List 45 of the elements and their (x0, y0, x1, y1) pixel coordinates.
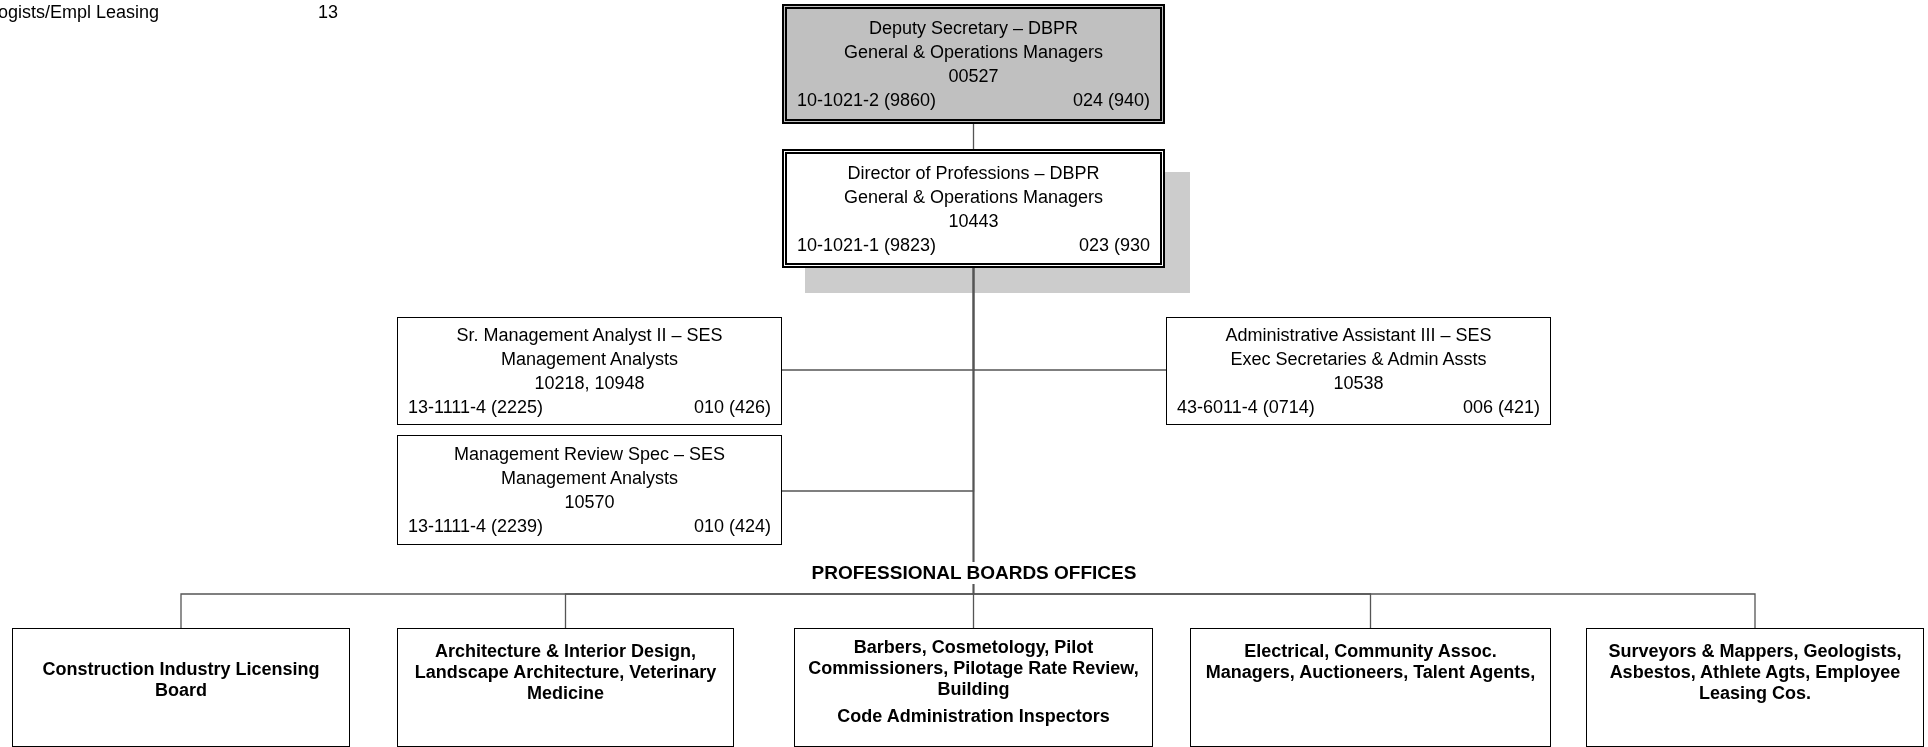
position-box (782, 4, 1165, 124)
position-title: Deputy Secretary – DBPR (867, 17, 1080, 40)
job-class: General & Operations Managers (842, 185, 1105, 209)
position-number: 10538 (1332, 372, 1385, 395)
board-office-box (1586, 628, 1924, 747)
job-class: Management Analysts (499, 467, 680, 490)
board-name: Construction Industry Licensing Board (41, 659, 321, 701)
position-box (397, 317, 782, 425)
connector-line (972, 123, 975, 150)
pay-grade: 023 (930 (1078, 233, 1150, 257)
class-code: 43-6011-4 (0714) (1177, 396, 1315, 419)
class-code: 10-1021-2 (9860) (797, 89, 937, 112)
board-office-box (1190, 628, 1551, 747)
job-class: General & Operations Managers (842, 41, 1105, 64)
pay-grade: 006 (421) (1462, 396, 1540, 419)
position-number: 10443 (947, 209, 1000, 233)
position-title: Sr. Management Analyst II – SES (455, 324, 724, 347)
board-name: Barbers, Cosmetology, Pilot Commissioners, Pilotage Rate Review, Building (807, 637, 1140, 700)
position-box (782, 149, 1165, 268)
class-code: 13-1111-4 (2225) (408, 396, 544, 419)
position-title: Administrative Assistant III – SES (1224, 324, 1493, 347)
class-code: 10-1021-1 (9823) (797, 233, 937, 257)
job-class: Exec Secretaries & Admin Assts (1229, 348, 1488, 371)
board-name: Code Administration Inspectors (837, 706, 1110, 727)
position-box (397, 435, 782, 545)
position-number: 10570 (563, 491, 616, 514)
job-class: Management Analysts (499, 348, 680, 371)
connector-line (972, 267, 1756, 629)
position-number: 10218, 10948 (533, 372, 646, 395)
section-heading: PROFESSIONAL BOARDS OFFICES (809, 562, 1139, 584)
board-name: Electrical, Community Assoc. Managers, Auctioneers, Talent Agents, (1204, 641, 1537, 683)
board-office-box (397, 628, 734, 747)
position-box (1166, 317, 1551, 425)
pay-grade: 024 (940) (1072, 89, 1150, 112)
board-name: Architecture & Interior Design, Landscape Architecture, Veterinary Medicine (413, 641, 718, 704)
pay-grade: 010 (424) (693, 515, 771, 538)
board-name: Surveyors & Mappers, Geologists, Asbestos, Athlete Agts, Employee Leasing Cos. (1607, 641, 1903, 704)
pay-grade: 010 (426) (693, 396, 771, 419)
count-number: 13 (318, 2, 339, 23)
position-title: Management Review Spec – SES (452, 443, 727, 466)
board-office-box (794, 628, 1153, 747)
class-code: 13-1111-4 (2239) (408, 515, 544, 538)
board-office-box (12, 628, 350, 747)
position-number: 00527 (947, 65, 1000, 88)
position-title: Director of Professions – DBPR (846, 161, 1101, 185)
